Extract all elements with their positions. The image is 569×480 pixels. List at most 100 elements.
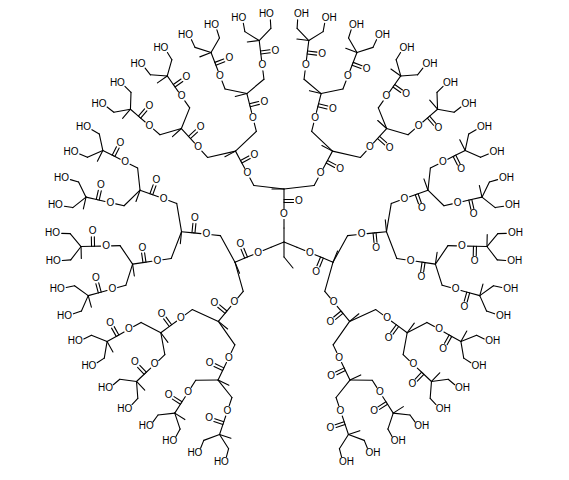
bond-line [181, 129, 189, 138]
atom-label: O [258, 60, 266, 70]
bond-line [350, 380, 372, 381]
bond-line [428, 168, 430, 190]
bond-line [497, 259, 505, 261]
bond-line [424, 262, 436, 264]
bond-line [430, 116, 436, 123]
atom-label: OH [496, 311, 511, 321]
bond-line [393, 327, 399, 335]
atom-label: HO [131, 59, 146, 69]
bond-line [350, 375, 361, 380]
atom-label: O [107, 198, 115, 208]
bond-line [125, 86, 131, 92]
atom-label: O [370, 406, 378, 416]
bond-line [218, 312, 226, 321]
atom-label: HO [153, 43, 168, 53]
atom-label: O [460, 302, 468, 312]
bond-line [448, 379, 455, 384]
bond-line [99, 283, 102, 292]
bond-line [167, 52, 171, 59]
bond-line [332, 151, 360, 157]
bond-line [138, 367, 145, 374]
bond-line [424, 179, 428, 190]
atom-label: O [89, 226, 97, 236]
bond-line [92, 130, 99, 134]
bond-line [175, 403, 181, 413]
bond-line [318, 107, 327, 109]
bond-line [284, 202, 294, 203]
bond-line [130, 109, 139, 117]
atom-label: OH [375, 30, 390, 40]
bond-line [436, 92, 438, 109]
bond-line [348, 431, 359, 435]
atom-label: O [383, 91, 391, 101]
bond-line [247, 79, 264, 93]
bond-line [150, 185, 153, 194]
bond-line [333, 345, 337, 353]
bond-line [182, 232, 194, 233]
bond-line [263, 71, 264, 79]
bond-line [343, 81, 346, 89]
atom-label: O [230, 297, 238, 307]
bond-line [353, 53, 357, 64]
atom-label: O [153, 256, 161, 266]
bond-line [81, 247, 82, 259]
atom-label: HO [92, 99, 107, 109]
atom-label: HO [81, 361, 96, 371]
atom-label: HO [178, 30, 193, 40]
atom-label: O [458, 241, 466, 251]
bond-line [220, 434, 229, 448]
atom-label: O [92, 273, 100, 283]
bond-line [260, 50, 269, 51]
bond-line [401, 75, 418, 76]
bond-line [134, 322, 141, 326]
bond-line [352, 65, 361, 68]
atom-label: O [178, 91, 186, 101]
bond-line [435, 246, 448, 264]
atom-label: HO [231, 13, 246, 23]
bond-line [216, 62, 225, 65]
bond-line [333, 236, 348, 263]
atom-label: O [434, 123, 442, 133]
bond-line [349, 30, 352, 38]
bond-line [379, 129, 387, 138]
atom-label: HO [45, 228, 60, 238]
bond-line [220, 423, 224, 434]
bond-line [172, 399, 180, 404]
bond-line [80, 154, 88, 157]
bond-line [88, 296, 91, 308]
bond-line [153, 186, 156, 195]
bond-line [229, 398, 232, 406]
bond-line [222, 81, 225, 89]
atom-label: O [254, 248, 262, 258]
bond-line [469, 200, 471, 209]
bond-line [236, 151, 242, 162]
bond-line [345, 369, 350, 380]
bond-line [167, 76, 174, 86]
bond-line [161, 333, 165, 355]
atom-label: O [197, 122, 205, 132]
bond-line [112, 147, 116, 155]
bond-line [417, 190, 428, 194]
atom-label: O [344, 71, 352, 81]
atom-label: HO [68, 336, 83, 346]
bond-line [450, 336, 460, 342]
atom-label: O [108, 284, 116, 294]
bond-line [297, 247, 305, 250]
bond-line [175, 413, 180, 429]
bond-line [235, 258, 246, 263]
atom-label: O [329, 104, 337, 114]
bond-line [410, 415, 415, 422]
bond-line [158, 413, 175, 415]
atom-label: OH [472, 361, 487, 371]
bond-line [417, 374, 424, 381]
bond-line [214, 422, 223, 425]
bond-line [241, 249, 245, 258]
bond-line [424, 263, 425, 272]
bond-line [218, 380, 232, 397]
bond-line [348, 234, 356, 236]
bond-line [208, 151, 236, 157]
atom-label: OH [485, 336, 500, 346]
atom-label: O [191, 213, 199, 223]
bond-line [235, 94, 247, 97]
